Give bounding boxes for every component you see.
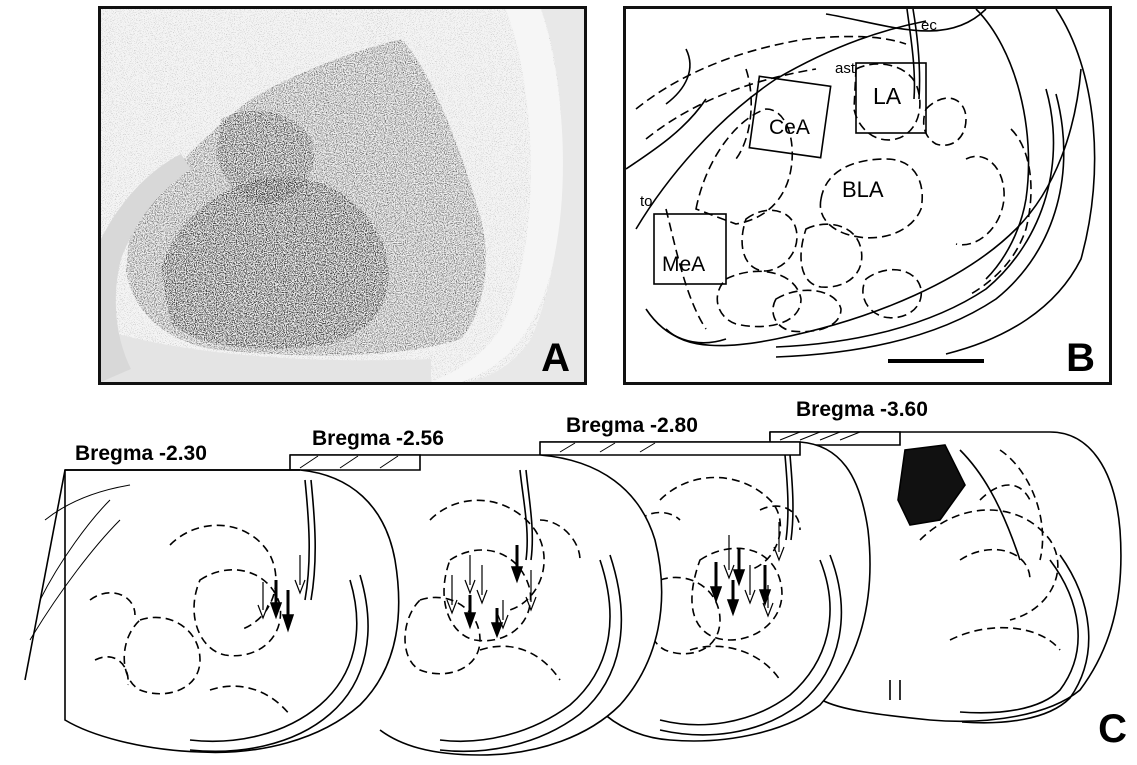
bregma-label-2-80: Bregma -2.80 [566,414,698,438]
bregma-label-3-60: Bregma -3.60 [796,398,928,422]
bregma-label-2-30: Bregma -2.30 [75,442,207,466]
panel-letter-c: C [1098,709,1127,749]
section-bregma-2-30 [25,470,399,752]
bregma-label-2-56: Bregma -2.56 [312,427,444,451]
